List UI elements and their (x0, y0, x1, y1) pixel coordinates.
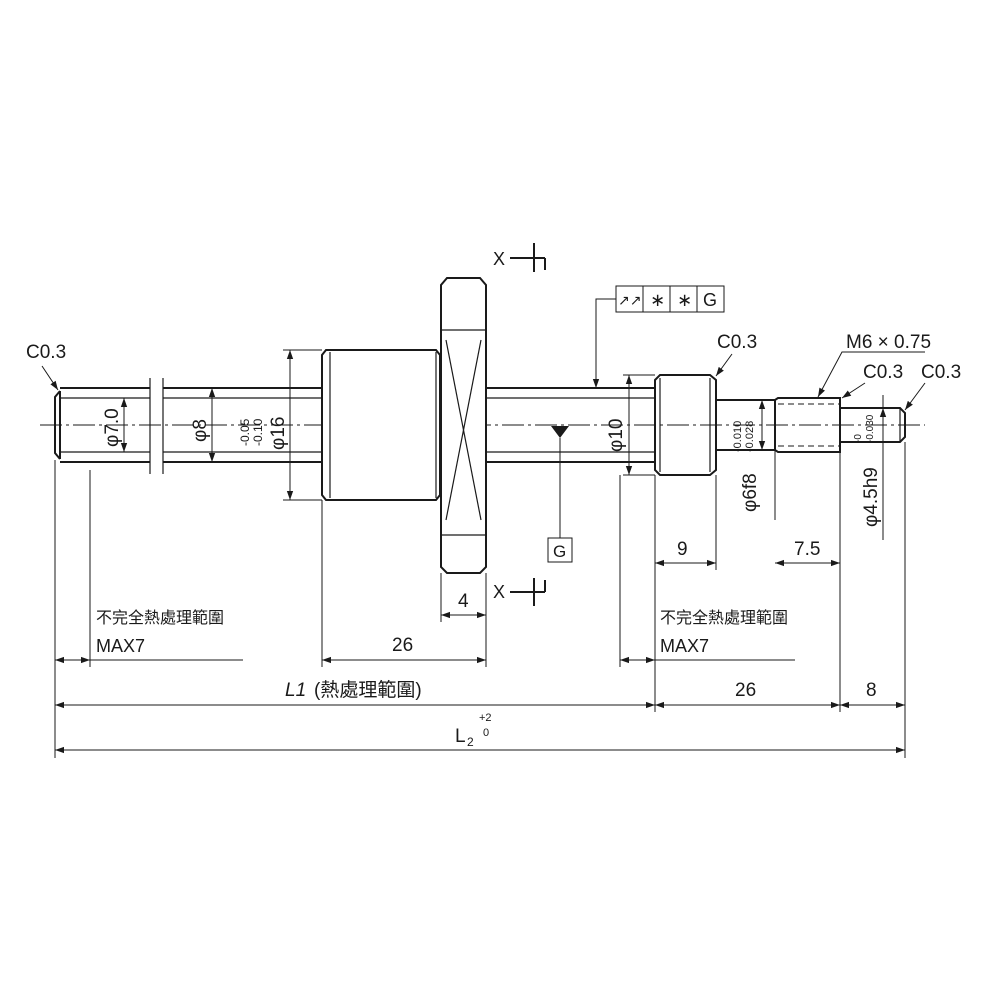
dim-7-5: 7.5 (794, 539, 820, 560)
thread-label: M6 × 0.75 (846, 332, 931, 353)
heat-note-left-line2: MAX7 (96, 636, 145, 656)
extension-lines (54, 442, 906, 758)
dim-l1-note: (熱處理範圍) (314, 679, 422, 701)
dim-l2-tol-upper: +2 (479, 712, 492, 724)
gdt-frame: ↗↗ ∗ ∗ G (592, 285, 725, 388)
dim-l1: L1 (285, 680, 306, 701)
dia-16-label: φ16 (268, 417, 289, 450)
dim-9: 9 (677, 539, 688, 560)
chamfer-label-r2: C0.3 (921, 362, 961, 383)
ball-nut (321, 277, 487, 574)
section-mark-top: X (493, 243, 546, 272)
heat-note-left-line1: 不完全熱處理範圍 (96, 609, 224, 627)
chamfer-label-left: C0.3 (26, 342, 66, 363)
dia-6-label: φ6f8 (740, 473, 761, 512)
section-label-top: X (493, 249, 505, 269)
datum-g: G (547, 426, 573, 563)
datum-label: G (553, 542, 566, 561)
gdt-value-2: ∗ (677, 290, 692, 310)
section-mark-bottom: X (493, 578, 546, 606)
dim-8: 8 (866, 680, 877, 701)
dim-26-nut: 26 (392, 635, 413, 656)
tol-45-lower: -0.030 (865, 414, 876, 443)
heat-note-right-line2: MAX7 (660, 636, 709, 656)
dim-l2-tol-lower: 0 (483, 727, 489, 739)
dim-26-right: 26 (735, 680, 756, 701)
section-label-bottom: X (493, 582, 505, 602)
dim-l2-subscript: 2 (467, 735, 474, 749)
heat-note-right-line1: 不完全熱處理範圍 (660, 609, 788, 627)
chamfer-label-r1: C0.3 (863, 362, 903, 383)
tol-45-upper: -0 (853, 434, 864, 443)
dia-10-label: φ10 (606, 419, 627, 452)
dia-7-label: φ7.0 (102, 408, 123, 447)
tol-16-upper: -0.05 (238, 418, 252, 446)
dim-4: 4 (458, 591, 469, 612)
tol-16-lower: -0.10 (251, 418, 265, 446)
gdt-runout-symbol: ↗↗ (618, 292, 641, 308)
chamfer-label-mid: C0.3 (717, 332, 757, 353)
dia-8-label: φ8 (190, 419, 211, 442)
dim-l2: L (455, 726, 466, 747)
tol-6-lower: -0.028 (744, 421, 756, 452)
gdt-datum-ref: G (703, 290, 717, 310)
gdt-value-1: ∗ (650, 290, 665, 310)
tol-6-upper: -0.010 (732, 421, 744, 452)
dia-45-label: φ4.5h9 (861, 467, 882, 527)
